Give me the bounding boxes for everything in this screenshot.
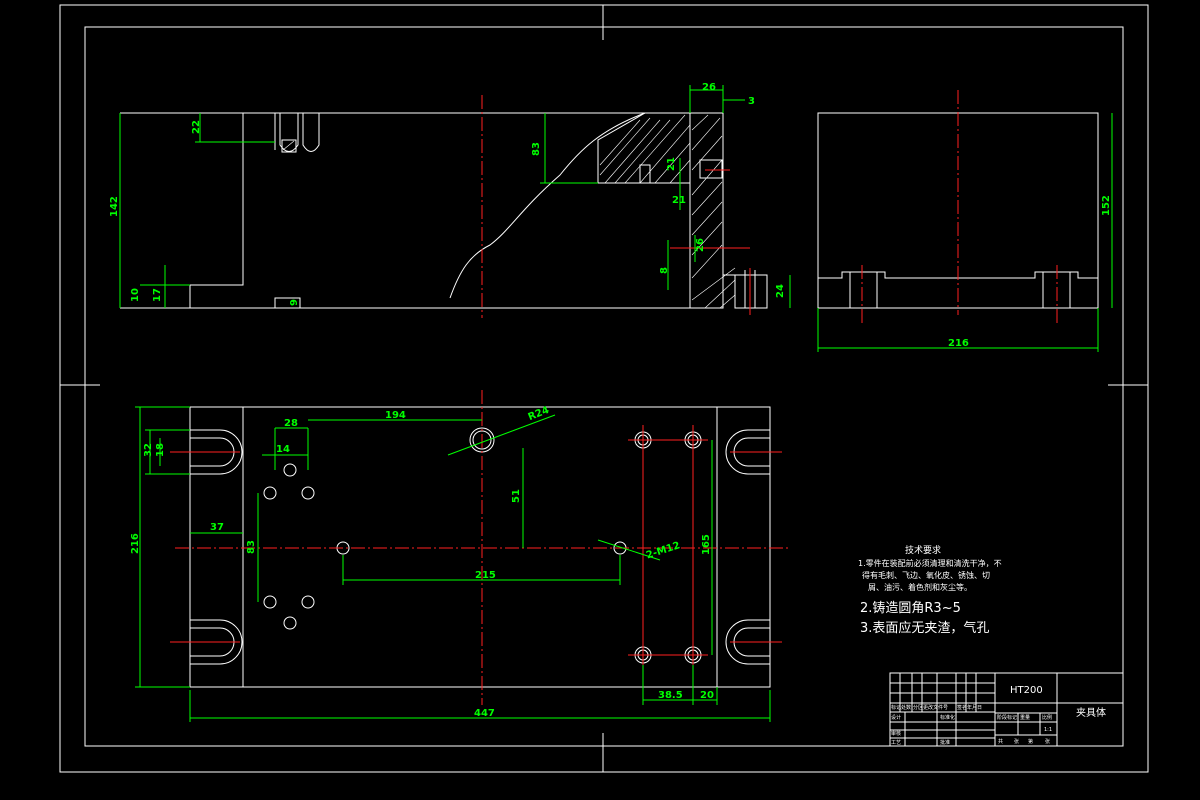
- tb-chushu: 处数: [901, 704, 911, 711]
- tb-shenhe: 审核: [891, 730, 901, 737]
- tb-zhang-1: 张: [1014, 738, 1019, 745]
- dim-3: 3: [748, 96, 755, 107]
- dim-447: 447: [474, 708, 495, 719]
- tb-bili: 比例: [1042, 714, 1052, 721]
- dim-26: 26: [702, 82, 716, 93]
- notes-line-1: 1.零件在装配前必须清理和清洗干净，不: [858, 558, 1002, 568]
- tb-gong: 共: [998, 738, 1003, 745]
- notes-line-3: 屑、油污、着色剂和灰尘等。: [868, 582, 972, 592]
- tb-zhang-2: 张: [1045, 738, 1050, 745]
- dim-24: 24: [775, 284, 786, 298]
- notes-line-2: 得有毛刺、飞边、氧化皮、锈蚀、切: [862, 570, 990, 580]
- dim-83: 83: [531, 142, 542, 156]
- dim-8: 8: [659, 267, 670, 274]
- dim-26b: 26: [695, 238, 706, 252]
- tb-sheji: 设计: [891, 714, 901, 721]
- tb-wenjian: 更改文件号: [923, 704, 948, 711]
- technical-notes: 技术要求 1.零件在装配前必须清理和清洗干净，不 得有毛刺、飞边、氧化皮、锈蚀、…: [858, 544, 1002, 636]
- section-hatch: [599, 114, 736, 309]
- sheet-border: [59, 4, 1149, 773]
- tb-scale: 1:1: [1044, 727, 1052, 733]
- tb-part-name: 夹具体: [1076, 706, 1106, 719]
- side-view: 152 216: [817, 90, 1113, 352]
- notes-heading: 技术要求: [905, 544, 941, 556]
- title-block: HT200 夹具体 标记 处数 分区 更改文件号 签名 年月日 设计 标准化 阶…: [889, 672, 1124, 747]
- tb-fenqu: 分区: [913, 704, 923, 711]
- dim-28: 28: [284, 418, 298, 429]
- dim-37: 37: [210, 522, 224, 533]
- dim-20: 20: [700, 690, 714, 701]
- tb-jieduan: 阶段标记: [997, 714, 1017, 721]
- top-view: 28 194 R24 14 32 18 216 37 83 51 215 2-M…: [130, 390, 790, 722]
- front-view: 26 3 22 83 142 10 17 9 21 21 26 8 24: [109, 82, 791, 318]
- notes-line-5: 3.表面应无夹渣，气孔: [860, 620, 989, 636]
- dim-18: 18: [155, 443, 166, 457]
- tb-di: 第: [1028, 738, 1033, 745]
- tb-biaozhunhua: 标准化: [940, 714, 955, 721]
- dim-9: 9: [289, 299, 300, 306]
- dim-215: 215: [475, 570, 496, 581]
- dim-83-top: 83: [246, 540, 257, 554]
- dim-38.5: 38.5: [658, 690, 683, 701]
- dim-32: 32: [143, 443, 154, 457]
- tb-zhongliang: 重量: [1020, 714, 1030, 721]
- dim-14: 14: [276, 444, 290, 455]
- dim-22: 22: [191, 120, 202, 134]
- dim-51: 51: [511, 489, 522, 503]
- dim-216-side: 216: [948, 338, 969, 349]
- dim-21b: 21: [672, 195, 686, 206]
- dim-216-top: 216: [130, 533, 141, 554]
- dim-17: 17: [152, 288, 163, 302]
- dim-152: 152: [1101, 195, 1112, 216]
- dim-R24: R24: [527, 405, 551, 423]
- dim-2M12: 2-M12: [645, 540, 682, 561]
- dim-165: 165: [701, 534, 712, 555]
- tb-material: HT200: [1010, 685, 1043, 696]
- notes-line-4: 2.铸造圆角R3~5: [860, 600, 961, 616]
- dim-21a: 21: [666, 157, 677, 171]
- tb-gongyi: 工艺: [891, 740, 901, 746]
- dim-142: 142: [109, 196, 120, 217]
- tb-biaoji: 标记: [891, 704, 901, 711]
- tb-pizhun: 批准: [940, 739, 950, 746]
- dim-194: 194: [385, 410, 406, 421]
- dim-10: 10: [130, 288, 141, 302]
- tb-riqi: 年月日: [967, 704, 982, 711]
- tb-qianming: 签名: [957, 704, 967, 711]
